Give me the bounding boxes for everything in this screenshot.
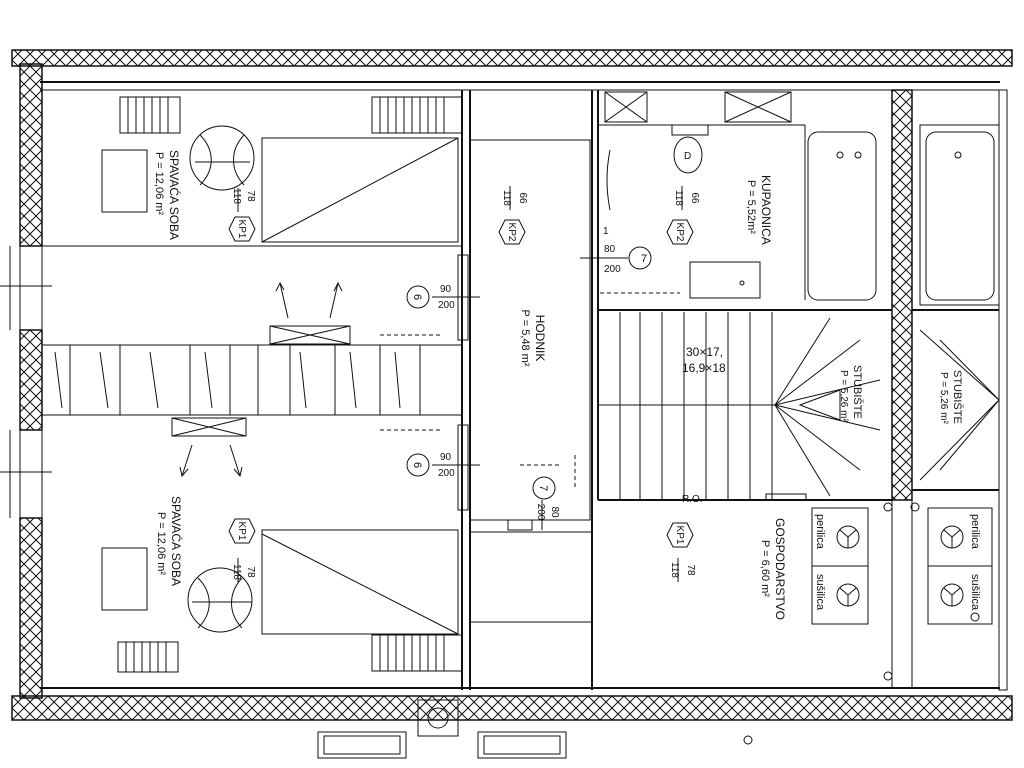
room-name: STUBIŠTE: [851, 365, 864, 419]
washer-label: perilica: [969, 514, 981, 550]
door-tag: [628, 246, 652, 270]
room-area: P = 5,52m²: [745, 180, 757, 234]
room-name: SPAVAĆA SOBA: [169, 496, 184, 586]
door-height: 200: [438, 468, 455, 479]
window-tag-kp1: KP1: [666, 522, 694, 548]
svg-text:D: D: [684, 151, 691, 162]
svg-text:KP2: KP2: [674, 223, 685, 242]
stairs: 30×17, 16,9×18 STUBIŠTE P = 5,26 m² R.O.: [598, 312, 881, 505]
door-width: 80: [604, 244, 616, 255]
svg-text:6: 6: [411, 462, 423, 468]
door-width: 90: [440, 284, 452, 295]
dryer-label: sušilica: [814, 574, 826, 611]
window-width: 66: [689, 192, 700, 204]
dryer-label: sušilica: [969, 574, 981, 611]
window-height: 118: [231, 564, 242, 580]
door-tag: [532, 476, 556, 500]
room-name: HODNIK: [533, 315, 547, 362]
svg-text:7: 7: [537, 485, 549, 491]
neighbor-unit: STUBIŠTE P = 5,26 m² perilica sušilica: [912, 124, 1000, 625]
door-width: 80: [549, 506, 560, 518]
window-height: 118: [673, 190, 684, 206]
door-tag: [406, 453, 430, 477]
room-name: GOSPODARSTVO: [773, 518, 787, 620]
interior-walls: [41, 90, 892, 690]
room-area: P = 5,26 m²: [938, 372, 949, 424]
room-area: P = 5,26 m²: [838, 370, 849, 422]
window-tag-kp2: KP2: [498, 219, 526, 245]
door-width: 90: [440, 452, 452, 463]
svg-text:KP1: KP1: [236, 220, 247, 239]
bathroom: D KUPAONICA P = 5,52m² KP2 66 118 7 80 2…: [580, 91, 877, 301]
exterior-fixtures: [317, 502, 980, 759]
window-tag-kp1: KP1: [228, 518, 256, 544]
room-name: SPAVAĆA SOBA: [167, 150, 182, 240]
railing-label: R.O.: [682, 494, 703, 505]
window-height: 118: [669, 562, 680, 578]
room-area: P = 6,60 m²: [759, 540, 771, 597]
door-height: 200: [535, 504, 546, 521]
room-area: P = 12,06 m²: [153, 152, 165, 215]
window-width: 78: [245, 566, 256, 578]
window-height: 118: [231, 188, 242, 204]
meter-icon: [427, 707, 449, 729]
svg-text:7: 7: [641, 253, 647, 265]
washer-label: perilica: [814, 514, 826, 550]
room-name: KUPAONICA: [759, 175, 773, 245]
door-height: 200: [604, 264, 621, 275]
bedroom-top: SPAVAĆA SOBA P = 12,06 m² KP1 78 118: [101, 96, 463, 345]
svg-text:6: 6: [411, 294, 423, 300]
window-height: 118: [501, 190, 512, 206]
svg-text:KP2: KP2: [506, 223, 517, 242]
bedroom-bottom: SPAVAĆA SOBA P = 12,06 m² KP1 78 118: [101, 417, 463, 673]
room-area: P = 5,48 m²: [519, 310, 531, 367]
room-name: STUBIŠTE: [951, 370, 964, 424]
stairs-spec: 30×17,: [686, 345, 723, 359]
utility-room: perilica sušilica GOSPODARSTVO P = 6,60 …: [666, 507, 869, 625]
door-height: 200: [438, 300, 455, 311]
tap-label: 1: [603, 226, 609, 237]
stairs-spec: 16,9×18: [682, 361, 726, 375]
toilet-icon: D: [671, 124, 709, 174]
window-width: 66: [517, 192, 528, 204]
window-width: 78: [245, 190, 256, 202]
exterior-walls: [0, 49, 1013, 721]
svg-text:KP1: KP1: [674, 526, 685, 545]
svg-text:KP1: KP1: [236, 522, 247, 541]
corridor: HODNIK P = 5,48 m² KP2 66 118 6 90 200 6…: [380, 139, 591, 531]
wardrobe-between-bedrooms: [54, 345, 421, 415]
globe-lamp-icon: [187, 567, 253, 633]
window-width: 78: [685, 564, 696, 576]
window-tag-kp2: KP2: [666, 219, 694, 245]
window-tag-kp1: KP1: [228, 216, 256, 242]
room-area: P = 12,06 m²: [155, 512, 167, 575]
door-tag: [406, 285, 430, 309]
globe-lamp-icon: [189, 125, 255, 191]
